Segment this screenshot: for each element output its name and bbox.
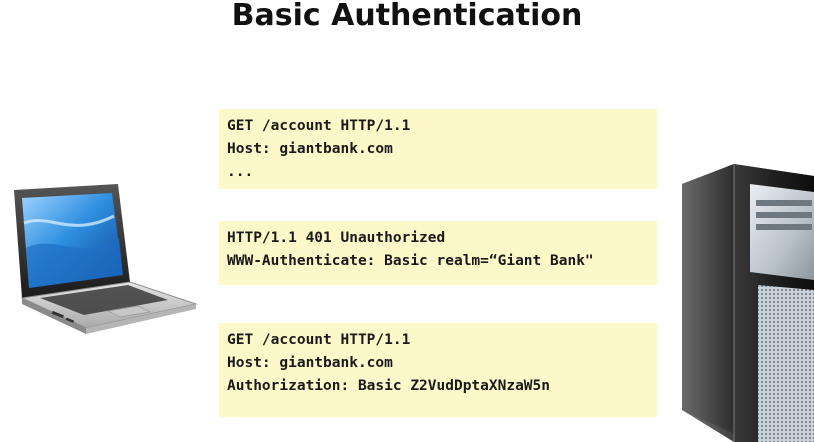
server-tower-icon bbox=[682, 164, 814, 442]
message-line: Host: giantbank.com bbox=[227, 355, 393, 371]
message-line: Authorization: Basic Z2VudDptaXNzaW5n bbox=[227, 378, 551, 394]
message-line: ... bbox=[227, 164, 254, 180]
message-line: WWW-Authenticate: Basic realm=“Giant Ban… bbox=[227, 253, 594, 269]
laptop-icon bbox=[14, 184, 198, 334]
message-line: Host: giantbank.com bbox=[227, 141, 393, 157]
page-title: Basic Authentication bbox=[231, 0, 583, 33]
message-response-401: HTTP/1.1 401 Unauthorized WWW-Authentica… bbox=[219, 221, 657, 285]
message-line: HTTP/1.1 401 Unauthorized bbox=[227, 230, 446, 246]
message-line: GET /account HTTP/1.1 bbox=[227, 118, 411, 134]
message-request-initial: GET /account HTTP/1.1 Host: giantbank.co… bbox=[219, 109, 657, 189]
message-request-authorized: GET /account HTTP/1.1 Host: giantbank.co… bbox=[219, 323, 657, 417]
message-line: GET /account HTTP/1.1 bbox=[227, 332, 411, 348]
